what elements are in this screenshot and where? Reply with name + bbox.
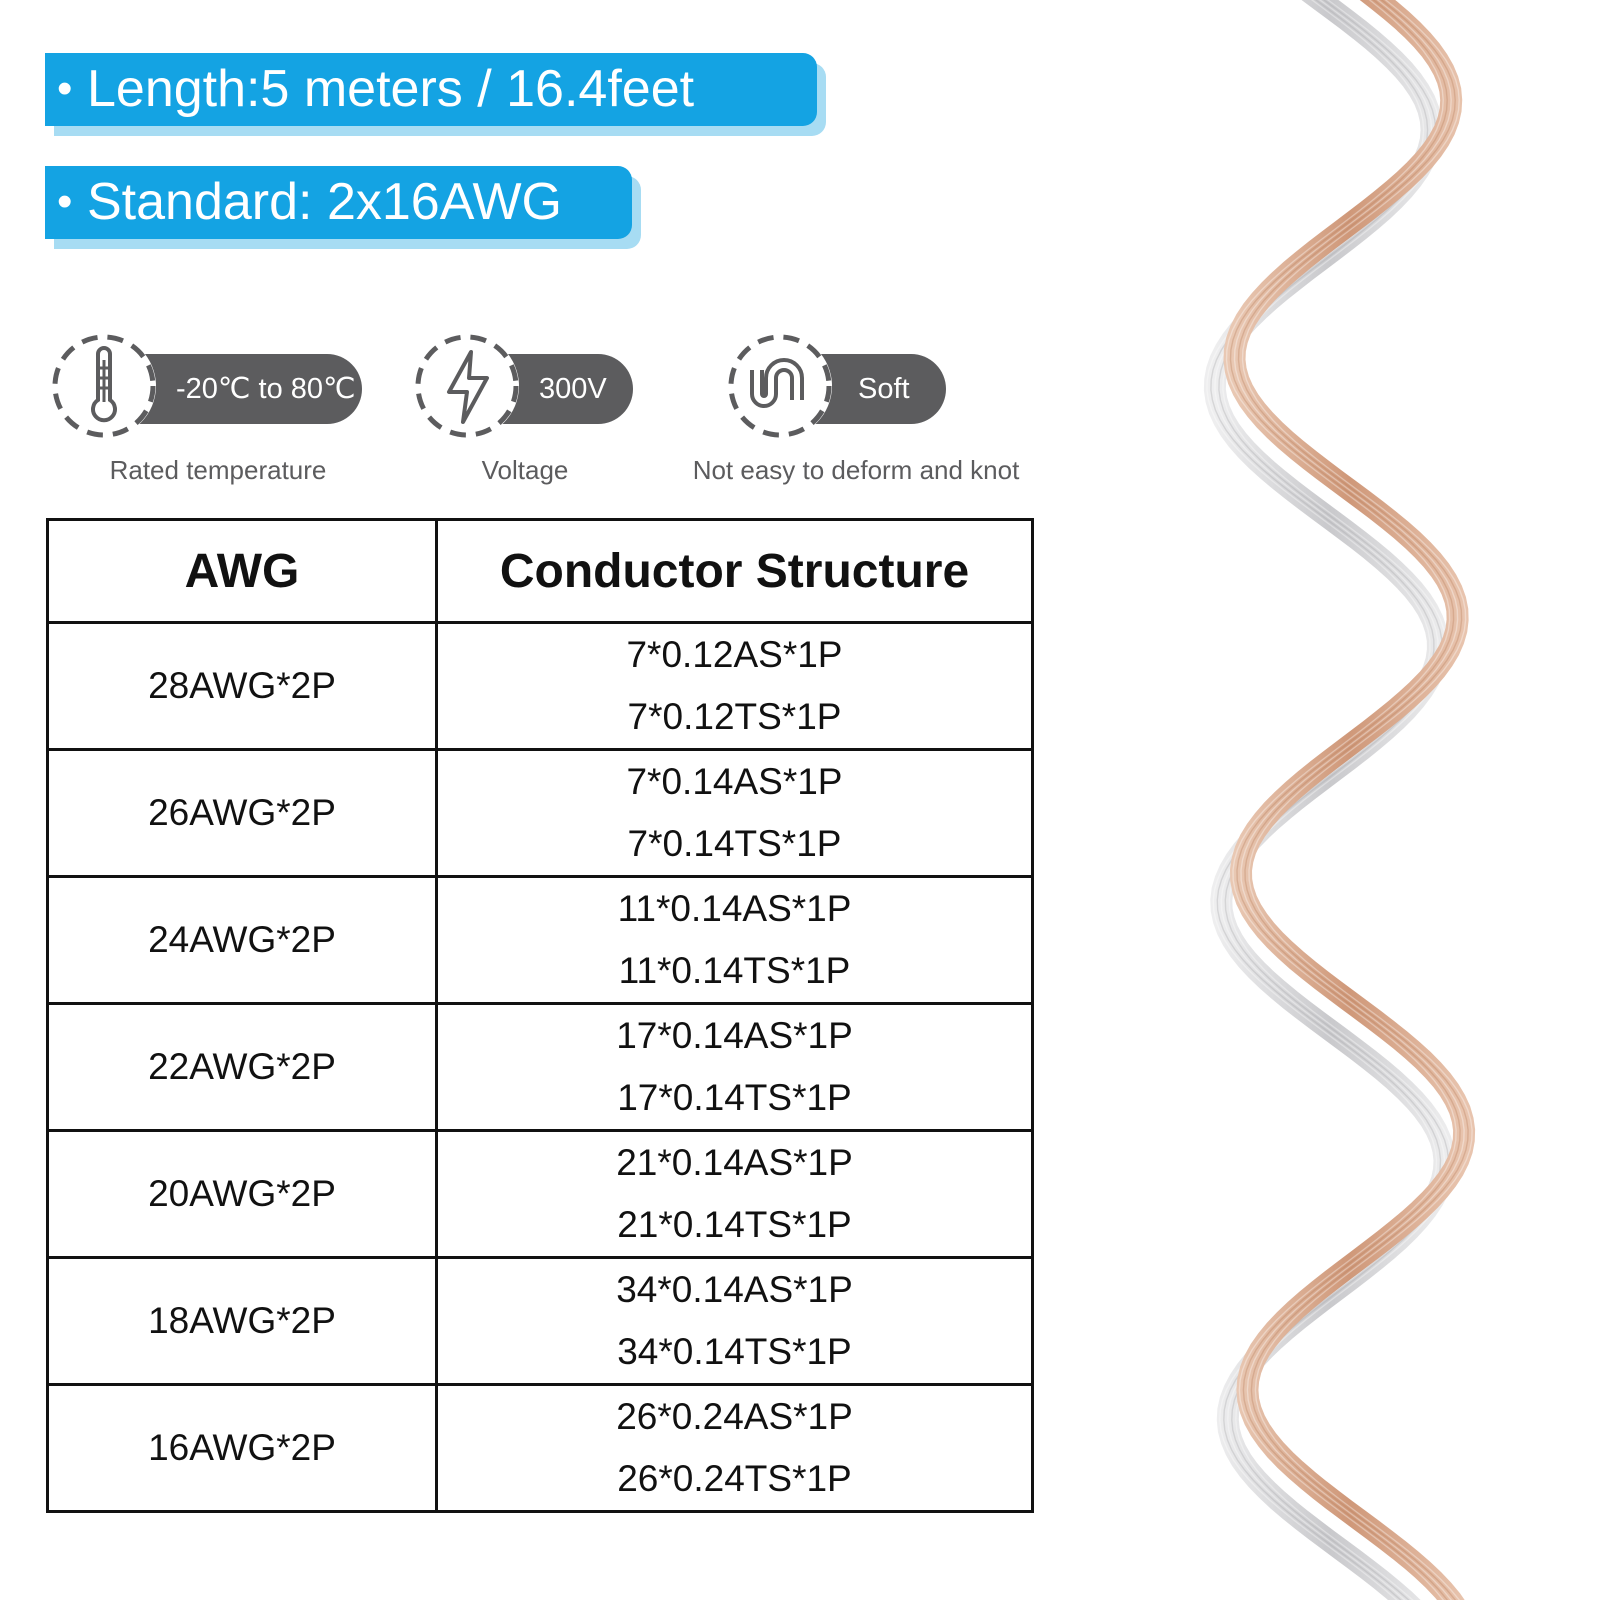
structure-cell: 34*0.14AS*1P 34*0.14TS*1P bbox=[435, 1256, 1034, 1386]
voltage-value: 300V bbox=[539, 373, 607, 405]
soft-icon-circle bbox=[728, 334, 832, 438]
structure-cell: 17*0.14AS*1P 17*0.14TS*1P bbox=[435, 1002, 1034, 1132]
structure-cell: 7*0.12AS*1P 7*0.12TS*1P bbox=[435, 621, 1034, 751]
structure-line: 34*0.14TS*1P bbox=[617, 1331, 852, 1372]
structure-cell: 26*0.24AS*1P 26*0.24TS*1P bbox=[435, 1383, 1034, 1513]
structure-line: 21*0.14TS*1P bbox=[617, 1204, 852, 1245]
awg-cell: 26AWG*2P bbox=[46, 748, 438, 878]
length-banner: • Length:5 meters / 16.4feet bbox=[45, 53, 817, 126]
standard-text: Standard: 2x16AWG bbox=[87, 173, 562, 231]
table-row: 24AWG*2P 11*0.14AS*1P 11*0.14TS*1P bbox=[46, 875, 1034, 1005]
feature-voltage: 300V bbox=[415, 334, 633, 444]
awg-cell: 20AWG*2P bbox=[46, 1129, 438, 1259]
copper-strand-filament bbox=[1237, 0, 1469, 1600]
structure-line: 26*0.24AS*1P bbox=[616, 1396, 853, 1437]
header-conductor-structure: Conductor Structure bbox=[435, 518, 1034, 624]
structure-line: 21*0.14AS*1P bbox=[616, 1142, 853, 1183]
structure-cell: 11*0.14AS*1P 11*0.14TS*1P bbox=[435, 875, 1034, 1005]
voltage-caption: Voltage bbox=[481, 455, 569, 485]
copper-strand bbox=[1223, 0, 1476, 1600]
structure-line: 7*0.14AS*1P bbox=[626, 761, 843, 802]
soft-value: Soft bbox=[858, 373, 910, 405]
structure-line: 26*0.24TS*1P bbox=[617, 1458, 852, 1499]
copper-strand-filament bbox=[1241, 0, 1473, 1600]
feature-temperature: -20℃ to 80℃ bbox=[52, 334, 362, 444]
table-row: 28AWG*2P 7*0.12AS*1P 7*0.12TS*1P bbox=[46, 621, 1034, 751]
temperature-caption: Rated temperature bbox=[109, 455, 327, 485]
awg-cell: 16AWG*2P bbox=[46, 1383, 438, 1513]
copper-strand-filament bbox=[1225, 0, 1457, 1600]
structure-line: 34*0.14AS*1P bbox=[616, 1269, 853, 1310]
table-row: 18AWG*2P 34*0.14AS*1P 34*0.14TS*1P bbox=[46, 1256, 1034, 1386]
structure-line: 11*0.14TS*1P bbox=[618, 950, 851, 991]
table-row: 20AWG*2P 21*0.14AS*1P 21*0.14TS*1P bbox=[46, 1129, 1034, 1259]
table-row: 26AWG*2P 7*0.14AS*1P 7*0.14TS*1P bbox=[46, 748, 1034, 878]
bent-cable-icon bbox=[728, 334, 832, 438]
temperature-icon-circle bbox=[52, 334, 156, 438]
temperature-value: -20℃ to 80℃ bbox=[176, 373, 356, 405]
structure-line: 17*0.14AS*1P bbox=[616, 1015, 853, 1056]
bullet: • bbox=[57, 64, 73, 113]
structure-line: 7*0.12TS*1P bbox=[627, 696, 842, 737]
structure-line: 7*0.14TS*1P bbox=[627, 823, 842, 864]
soft-caption: Not easy to deform and knot bbox=[692, 455, 1020, 485]
awg-cell: 22AWG*2P bbox=[46, 1002, 438, 1132]
awg-cell: 24AWG*2P bbox=[46, 875, 438, 1005]
structure-line: 7*0.12AS*1P bbox=[626, 634, 843, 675]
bullet: • bbox=[57, 177, 73, 226]
structure-cell: 7*0.14AS*1P 7*0.14TS*1P bbox=[435, 748, 1034, 878]
table-row: 16AWG*2P 26*0.24AS*1P 26*0.24TS*1P bbox=[46, 1383, 1034, 1513]
copper-strand-filament bbox=[1229, 0, 1461, 1600]
awg-cell: 18AWG*2P bbox=[46, 1256, 438, 1386]
awg-cell: 28AWG*2P bbox=[46, 621, 438, 751]
structure-cell: 21*0.14AS*1P 21*0.14TS*1P bbox=[435, 1129, 1034, 1259]
header-awg: AWG bbox=[46, 518, 438, 624]
standard-banner: • Standard: 2x16AWG bbox=[45, 166, 632, 239]
copper-strand-filament bbox=[1233, 0, 1465, 1600]
structure-line: 17*0.14TS*1P bbox=[617, 1077, 852, 1118]
lightning-icon bbox=[415, 334, 519, 438]
table-header-row: AWG Conductor Structure bbox=[46, 518, 1034, 624]
twisted-cable-image bbox=[1203, 0, 1476, 1600]
length-text: Length:5 meters / 16.4feet bbox=[87, 60, 695, 118]
table-row: 22AWG*2P 17*0.14AS*1P 17*0.14TS*1P bbox=[46, 1002, 1034, 1132]
structure-line: 11*0.14AS*1P bbox=[617, 888, 852, 929]
voltage-icon-circle bbox=[415, 334, 519, 438]
thermometer-icon bbox=[52, 334, 156, 438]
feature-soft: Soft bbox=[728, 334, 946, 444]
